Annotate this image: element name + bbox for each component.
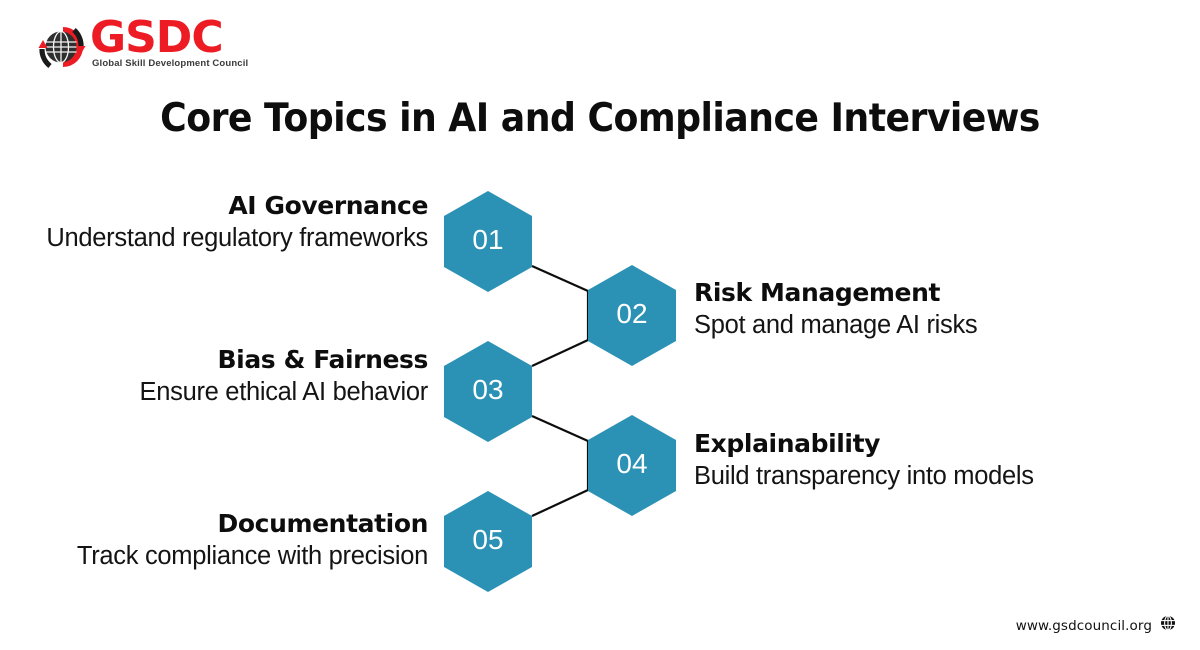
- item-heading-01: AI Governance: [228, 191, 428, 220]
- hexagon-number-04: 04: [616, 448, 647, 479]
- hex-connector-lines: [531, 264, 590, 517]
- hexagon-number-02: 02: [616, 298, 647, 329]
- brand-wordmark: GSDC Global Skill Development Council: [90, 16, 265, 74]
- brand-name: GSDC: [90, 12, 224, 63]
- hexagon-04[interactable]: 04: [588, 415, 676, 516]
- globe-arrows-icon: [34, 18, 92, 76]
- footer: www.gsdcouncil.org: [1016, 615, 1176, 636]
- item-text-03: Bias & Fairness Ensure ethical AI behavi…: [28, 344, 429, 409]
- item-description-03: Ensure ethical AI behavior: [139, 378, 429, 406]
- brand-logo: GSDC Global Skill Development Council: [34, 16, 264, 78]
- item-description-01: Understand regulatory frameworks: [46, 224, 428, 252]
- item-description-04: Build transparency into models: [694, 462, 1034, 490]
- item-text-02: Risk Management Spot and manage AI risks: [694, 277, 1094, 342]
- item-heading-04: Explainability: [694, 429, 881, 458]
- hexagon-01[interactable]: 01: [444, 191, 532, 292]
- footer-url[interactable]: www.gsdcouncil.org: [1015, 617, 1152, 634]
- globe-icon: [1160, 615, 1176, 636]
- item-text-04: Explainability Build transparency into m…: [694, 428, 1164, 493]
- item-heading-03: Bias & Fairness: [217, 345, 429, 374]
- item-description-02: Spot and manage AI risks: [694, 311, 978, 339]
- hexagon-number-01: 01: [472, 224, 503, 255]
- brand-tagline: Global Skill Development Council: [92, 58, 249, 69]
- item-heading-05: Documentation: [217, 509, 429, 538]
- item-heading-02: Risk Management: [694, 278, 941, 307]
- hexagon-02[interactable]: 02: [588, 265, 676, 366]
- hexagon-number-05: 05: [472, 524, 503, 555]
- page-title: Core Topics in AI and Compliance Intervi…: [160, 96, 1040, 141]
- item-text-01: AI Governance Understand regulatory fram…: [28, 190, 428, 255]
- item-description-05: Track compliance with precision: [76, 542, 428, 570]
- hexagon-03[interactable]: 03: [444, 341, 532, 442]
- hexagon-number-03: 03: [472, 374, 503, 405]
- hexagon-05[interactable]: 05: [444, 491, 532, 592]
- item-text-05: Documentation Track compliance with prec…: [28, 508, 429, 573]
